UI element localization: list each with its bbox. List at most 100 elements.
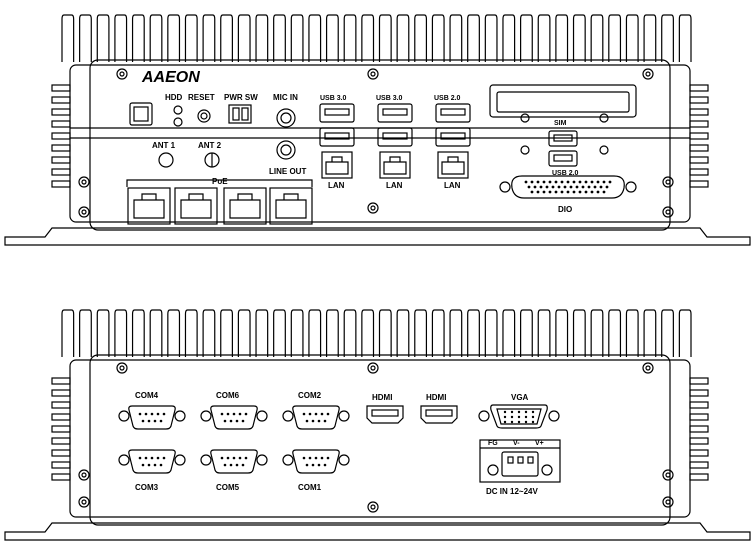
- com-pin: [138, 412, 142, 416]
- vga-pin: [524, 410, 528, 414]
- side-fin-left: [51, 132, 71, 140]
- dio-pin: [536, 190, 540, 194]
- rear-screws: [78, 362, 674, 513]
- side-usb-port-1[interactable]: [548, 130, 578, 147]
- vga-port[interactable]: [490, 404, 548, 429]
- com-pin: [153, 419, 157, 423]
- side-fin-left: [51, 96, 71, 104]
- com-pin: [323, 463, 327, 467]
- ant1-port[interactable]: [158, 152, 174, 168]
- com-pin: [320, 412, 324, 416]
- side-fin-left: [51, 108, 71, 116]
- dio-connector[interactable]: [511, 175, 625, 199]
- vga-pin: [503, 420, 507, 424]
- dio-pin: [596, 180, 600, 184]
- usb-port: [377, 127, 413, 147]
- side-fin-left: [51, 473, 71, 481]
- com-pin: [238, 412, 242, 416]
- dio-pin: [599, 185, 603, 189]
- lan-label-3: LAN: [444, 181, 461, 190]
- com-pin: [244, 456, 248, 460]
- side-fin-right: [689, 168, 709, 176]
- dio-pin: [584, 180, 588, 184]
- side-usb-port-2[interactable]: [548, 150, 578, 167]
- side-fin-left: [51, 449, 71, 457]
- front-panel-view: AAEON: [4, 14, 751, 246]
- com-pin: [150, 456, 154, 460]
- power-button[interactable]: [129, 102, 153, 126]
- hdmi-port-1[interactable]: [366, 405, 404, 424]
- front-screws: [78, 68, 674, 218]
- com-pin: [311, 419, 315, 423]
- dio-pin: [584, 190, 588, 194]
- com-screw: [338, 410, 350, 422]
- poe-lan-port: [127, 187, 171, 225]
- com-port: [128, 405, 176, 430]
- hdmi-label-2: HDMI: [426, 393, 446, 402]
- rear-heatsink-fins: [61, 309, 692, 357]
- lan-label-2: LAN: [386, 181, 403, 190]
- side-fin-right: [689, 96, 709, 104]
- com-pin: [220, 412, 224, 416]
- lan-label-1: LAN: [328, 181, 345, 190]
- rj45-socket: [383, 156, 407, 175]
- side-fin-left: [51, 389, 71, 397]
- vga-pin: [531, 415, 535, 419]
- com-port: [210, 449, 258, 474]
- lan-port: [437, 151, 469, 179]
- com-screw: [282, 410, 294, 422]
- sim-label: SIM: [554, 120, 567, 127]
- com-pin: [320, 456, 324, 460]
- mic-in-jack[interactable]: [276, 108, 296, 128]
- dio-pin: [575, 185, 579, 189]
- com-ports: [118, 405, 350, 474]
- vga-pin: [531, 410, 535, 414]
- rear-panel-plate: [69, 359, 691, 518]
- side-fin-right: [689, 377, 709, 385]
- com-pin: [223, 419, 227, 423]
- dio-pin: [569, 185, 573, 189]
- side-fin-left: [51, 168, 71, 176]
- com-pin: [323, 419, 327, 423]
- com-pin: [235, 463, 239, 467]
- side-fin-right: [689, 413, 709, 421]
- com-pin: [302, 456, 306, 460]
- usb-tongue: [440, 132, 466, 140]
- vplus-label: V+: [535, 440, 544, 447]
- side-fin-left: [51, 413, 71, 421]
- com-screw: [282, 454, 294, 466]
- rear-chassis-body: [89, 354, 671, 526]
- side-fin-right: [689, 120, 709, 128]
- reset-button[interactable]: [197, 109, 211, 123]
- dio-pins: [524, 180, 612, 194]
- side-fin-right: [689, 437, 709, 445]
- lan-port: [379, 151, 411, 179]
- com-pin: [159, 463, 163, 467]
- front-labels: HDD RESET PWR SW MIC IN LINE OUT ANT 1 A…: [152, 93, 579, 214]
- lan-port: [321, 151, 353, 179]
- com-pin: [153, 463, 157, 467]
- dio-pin: [548, 180, 552, 184]
- vga-pin: [503, 410, 507, 414]
- line-out-jack[interactable]: [276, 140, 296, 160]
- com-pin: [141, 463, 145, 467]
- com-pin: [147, 463, 151, 467]
- usb-tongue: [324, 132, 350, 140]
- vga-pin: [517, 415, 521, 419]
- dio-pin: [590, 180, 594, 184]
- hdmi-label-1: HDMI: [372, 393, 392, 402]
- dio-pin: [602, 180, 606, 184]
- power-switch[interactable]: [228, 104, 252, 124]
- dio-pin: [536, 180, 540, 184]
- side-fin-left: [51, 144, 71, 152]
- com-pin: [229, 463, 233, 467]
- com-pin: [147, 419, 151, 423]
- dc-in-connector[interactable]: [501, 451, 539, 477]
- rj45-socket: [229, 193, 261, 219]
- com-pin: [162, 456, 166, 460]
- usb-tongue: [382, 132, 408, 140]
- dio-pin: [572, 190, 576, 194]
- dio-pin: [602, 190, 606, 194]
- hdmi-port-2[interactable]: [420, 405, 458, 424]
